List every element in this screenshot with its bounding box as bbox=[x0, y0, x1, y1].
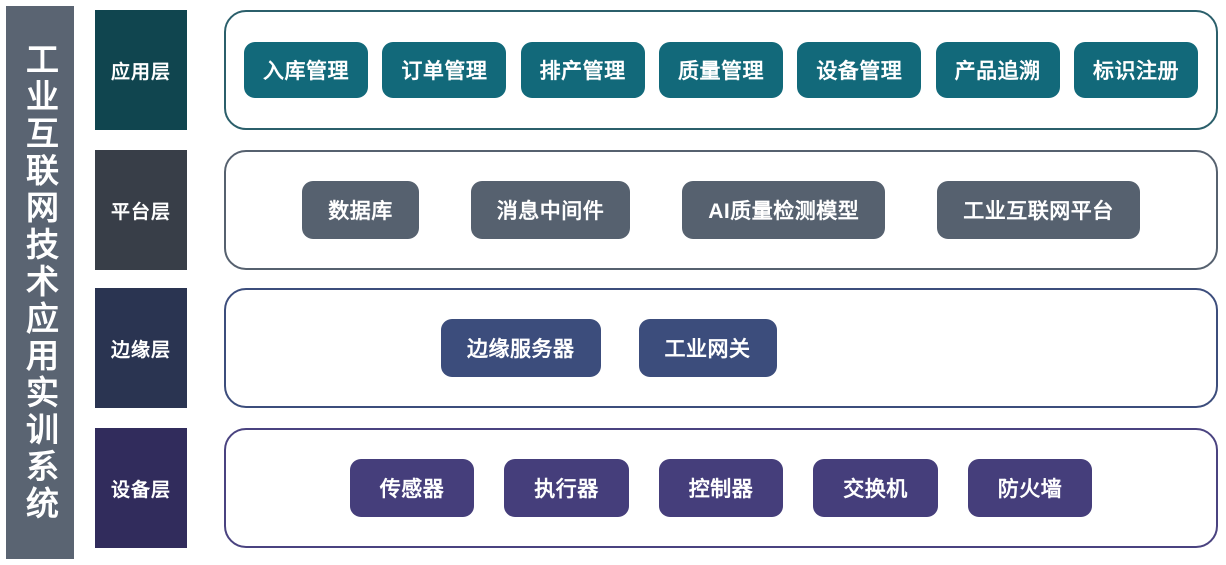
module-pill[interactable]: 消息中间件 bbox=[470, 181, 631, 239]
module-pill[interactable]: 标识注册 bbox=[1073, 42, 1198, 98]
module-pill[interactable]: AI质量检测模型 bbox=[682, 181, 886, 239]
module-pill[interactable]: 防火墙 bbox=[967, 459, 1093, 517]
system-title-text: 工业互联网技术应用实训系统 bbox=[21, 42, 59, 523]
layer-label-text-application: 应用层 bbox=[110, 61, 171, 83]
module-pill[interactable]: 产品追溯 bbox=[935, 42, 1060, 98]
layer-box-edge: 边缘服务器 工业网关 bbox=[224, 288, 1218, 408]
layer-label-text-edge: 边缘层 bbox=[110, 339, 171, 361]
layer-label-edge: 边缘层 bbox=[95, 288, 187, 408]
layer-box-platform: 数据库 消息中间件 AI质量检测模型 工业互联网平台 bbox=[224, 150, 1218, 270]
layer-row-edge: 边缘层 边缘服务器 工业网关 bbox=[95, 288, 1218, 408]
layer-row-platform: 平台层 数据库 消息中间件 AI质量检测模型 工业互联网平台 bbox=[95, 150, 1218, 270]
module-pill[interactable]: 边缘服务器 bbox=[441, 319, 601, 377]
module-pill[interactable]: 执行器 bbox=[504, 459, 629, 517]
module-pill[interactable]: 排产管理 bbox=[520, 42, 645, 98]
module-pill[interactable]: 设备管理 bbox=[797, 42, 922, 98]
layer-row-device: 设备层 传感器 执行器 控制器 交换机 防火墙 bbox=[95, 428, 1218, 548]
layer-label-device: 设备层 bbox=[95, 428, 187, 548]
module-pill[interactable]: 控制器 bbox=[658, 459, 784, 517]
module-pill[interactable]: 工业互联网平台 bbox=[937, 181, 1140, 239]
layer-row-application: 应用层 入库管理 订单管理 排产管理 质量管理 设备管理 产品追溯 标识注册 bbox=[95, 10, 1218, 130]
module-pill[interactable]: 工业网关 bbox=[638, 319, 777, 377]
module-pill[interactable]: 交换机 bbox=[813, 459, 938, 517]
layer-label-application: 应用层 bbox=[95, 10, 187, 130]
module-pill[interactable]: 数据库 bbox=[302, 181, 419, 239]
module-pill[interactable]: 订单管理 bbox=[382, 42, 507, 98]
layer-box-device: 传感器 执行器 控制器 交换机 防火墙 bbox=[224, 428, 1218, 548]
module-pill[interactable]: 入库管理 bbox=[244, 42, 368, 98]
layer-label-text-device: 设备层 bbox=[110, 479, 171, 501]
layer-box-application: 入库管理 订单管理 排产管理 质量管理 设备管理 产品追溯 标识注册 bbox=[224, 10, 1218, 130]
system-title-bar: 工业互联网技术应用实训系统 bbox=[6, 6, 74, 559]
module-pill[interactable]: 传感器 bbox=[349, 459, 475, 517]
module-pill[interactable]: 质量管理 bbox=[658, 42, 783, 98]
layer-label-platform: 平台层 bbox=[95, 150, 187, 270]
layer-label-text-platform: 平台层 bbox=[110, 201, 171, 223]
